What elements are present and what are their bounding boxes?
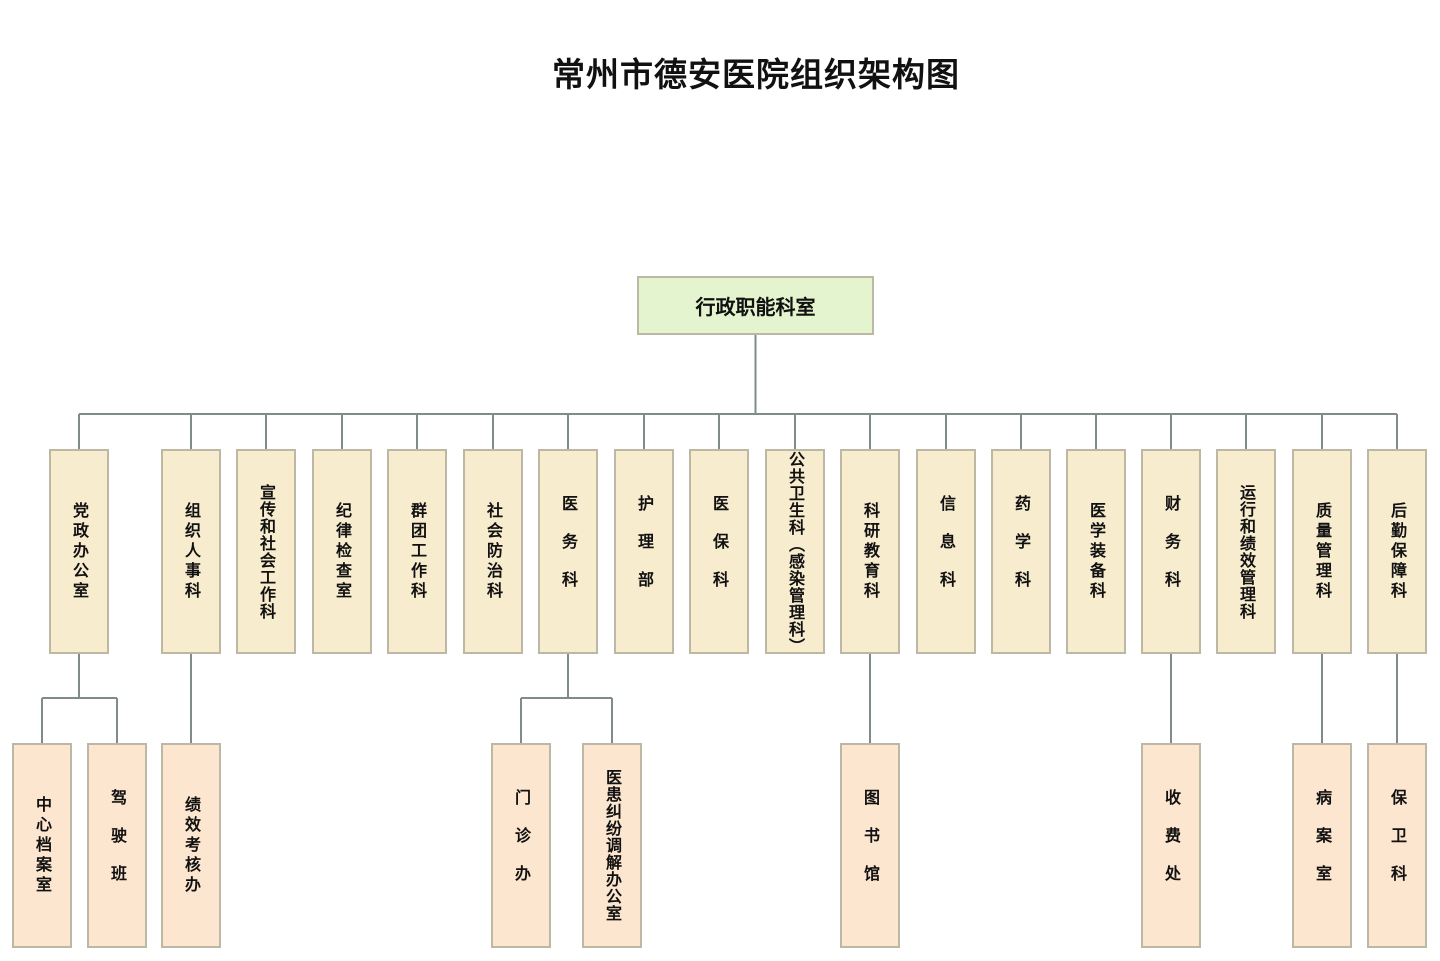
sub-unit-box[interactable]: 绩效考核办 — [161, 743, 221, 948]
department-label: 医学装备科 — [1087, 501, 1106, 602]
department-label: 医务科 — [559, 494, 578, 609]
department-label: 社会防治科 — [484, 501, 503, 602]
department-box[interactable]: 公共卫生科（感染管理科） — [765, 449, 825, 655]
department-label: 公共卫生科（感染管理科） — [786, 451, 805, 655]
department-label: 党政办公室 — [70, 501, 89, 602]
department-box[interactable]: 医务科 — [538, 449, 598, 654]
department-box[interactable]: 群团工作科 — [387, 449, 447, 654]
department-box[interactable]: 宣传和社会工作科 — [236, 449, 296, 654]
sub-unit-box[interactable]: 中心档案室 — [12, 743, 72, 948]
department-box[interactable]: 信息科 — [916, 449, 976, 654]
sub-unit-label: 驾驶班 — [108, 788, 127, 903]
sub-unit-label: 绩效考核办 — [182, 795, 201, 896]
department-box[interactable]: 医学装备科 — [1066, 449, 1126, 654]
department-box[interactable]: 医保科 — [689, 449, 749, 654]
sub-unit-box[interactable]: 保卫科 — [1367, 743, 1427, 948]
sub-unit-label: 中心档案室 — [33, 795, 52, 896]
sub-unit-box[interactable]: 图书馆 — [840, 743, 900, 948]
department-box[interactable]: 党政办公室 — [49, 449, 109, 654]
sub-unit-label: 门诊办 — [512, 788, 531, 903]
department-label: 质量管理科 — [1313, 501, 1332, 602]
department-label: 医保科 — [710, 494, 729, 609]
department-label: 宣传和社会工作科 — [257, 483, 276, 620]
department-label: 后勤保障科 — [1388, 501, 1407, 602]
sub-unit-box[interactable]: 收费处 — [1141, 743, 1201, 948]
root-node-label: 行政职能科室 — [695, 295, 816, 319]
department-box[interactable]: 财务科 — [1141, 449, 1201, 654]
sub-unit-label: 收费处 — [1162, 788, 1181, 903]
department-box[interactable]: 社会防治科 — [463, 449, 523, 654]
department-label: 护理部 — [635, 494, 654, 609]
department-label: 财务科 — [1162, 494, 1181, 609]
department-label: 药学科 — [1012, 494, 1031, 609]
chart-title: 常州市德安医院组织架构图 — [552, 55, 960, 94]
department-label: 纪律检查室 — [333, 501, 352, 602]
sub-unit-label: 医患纠纷调解办公室 — [603, 769, 622, 922]
department-box[interactable]: 后勤保障科 — [1367, 449, 1427, 654]
department-box[interactable]: 护理部 — [614, 449, 674, 654]
sub-unit-box[interactable]: 驾驶班 — [87, 743, 147, 948]
department-box[interactable]: 科研教育科 — [840, 449, 900, 654]
root-node[interactable]: 行政职能科室 — [637, 276, 874, 335]
department-box[interactable]: 组织人事科 — [161, 449, 221, 654]
sub-unit-box[interactable]: 医患纠纷调解办公室 — [582, 743, 642, 948]
department-box[interactable]: 质量管理科 — [1292, 449, 1352, 654]
department-box[interactable]: 药学科 — [991, 449, 1051, 654]
department-label: 信息科 — [937, 494, 956, 609]
department-box[interactable]: 运行和绩效管理科 — [1216, 449, 1276, 654]
sub-unit-label: 病案室 — [1313, 788, 1332, 903]
sub-unit-label: 保卫科 — [1388, 788, 1407, 903]
department-box[interactable]: 纪律检查室 — [312, 449, 372, 654]
sub-unit-box[interactable]: 门诊办 — [491, 743, 551, 948]
department-label: 科研教育科 — [861, 501, 880, 602]
department-label: 组织人事科 — [182, 501, 201, 602]
sub-unit-box[interactable]: 病案室 — [1292, 743, 1352, 948]
department-label: 群团工作科 — [408, 501, 427, 602]
sub-unit-label: 图书馆 — [861, 788, 880, 903]
department-label: 运行和绩效管理科 — [1237, 483, 1256, 620]
